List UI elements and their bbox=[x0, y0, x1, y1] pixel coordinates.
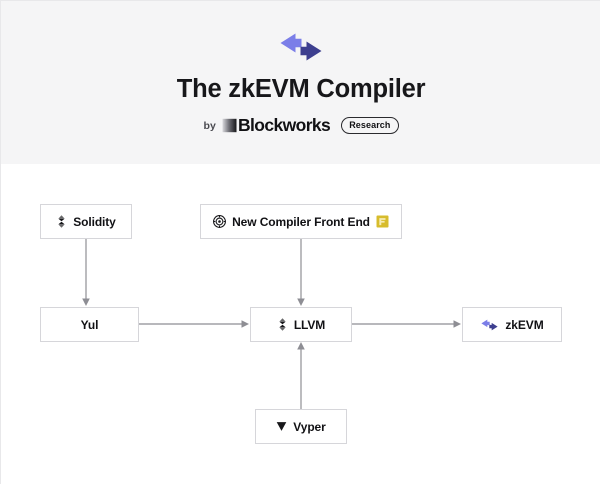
node-label: Solidity bbox=[73, 214, 116, 229]
gear-circle-icon bbox=[213, 215, 227, 228]
node-label: Vyper bbox=[293, 419, 326, 434]
blockworks-wordmark-text: Blockworks bbox=[237, 114, 331, 135]
node-new-compiler-front-end[interactable]: New Compiler Front End bbox=[200, 204, 402, 239]
edge-llvm-to-zkevm bbox=[352, 320, 461, 328]
blockworks-logo: Blockworks bbox=[222, 114, 331, 135]
node-yul[interactable]: Yul bbox=[40, 307, 139, 342]
byline: by Blockworks Research bbox=[203, 114, 399, 135]
node-label: New Compiler Front End bbox=[232, 214, 370, 229]
node-label: LLVM bbox=[293, 317, 326, 332]
node-solidity[interactable]: Solidity bbox=[40, 204, 132, 239]
research-badge: Research bbox=[341, 116, 399, 135]
edge-vyper-to-llvm bbox=[297, 342, 305, 409]
compiler-flow-diagram: Solidity New Compiler Front End bbox=[1, 164, 600, 484]
solidity-diamond-icon bbox=[56, 215, 67, 228]
page-title: The zkEVM Compiler bbox=[176, 75, 426, 103]
solidity-diamond-icon bbox=[277, 318, 288, 331]
by-label: by bbox=[203, 119, 216, 132]
double-arrow-exchange-icon bbox=[280, 33, 322, 61]
node-label: Yul bbox=[80, 317, 99, 332]
node-label: zkEVM bbox=[505, 317, 544, 332]
blockworks-block-mark-icon bbox=[222, 118, 237, 133]
edge-solidity-to-yul bbox=[82, 239, 90, 306]
double-arrow-exchange-icon bbox=[480, 319, 499, 331]
header-banner: The zkEVM Compiler by Blockworks Res bbox=[1, 1, 600, 164]
edge-yul-to-llvm bbox=[139, 320, 249, 328]
node-zkevm[interactable]: zkEVM bbox=[462, 307, 562, 342]
edge-frontend-to-llvm bbox=[297, 239, 305, 306]
vyper-yellow-mark-icon bbox=[376, 215, 389, 228]
node-llvm[interactable]: LLVM bbox=[250, 307, 352, 342]
vyper-triangle-icon bbox=[276, 421, 287, 432]
node-vyper[interactable]: Vyper bbox=[255, 409, 347, 444]
